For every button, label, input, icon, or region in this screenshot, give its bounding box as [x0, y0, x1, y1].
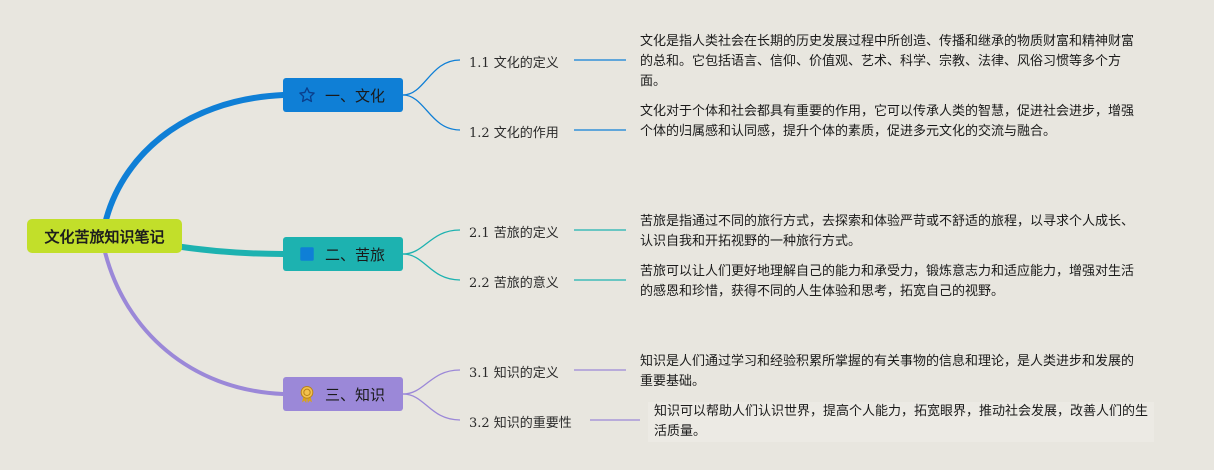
square-icon — [297, 244, 317, 264]
description-3-2: 知识可以帮助人们认识世界，提高个人能力，拓宽眼界，推动社会发展，改善人们的生活质… — [648, 402, 1154, 442]
topic-node-culture[interactable]: 一、文化 — [283, 78, 403, 112]
sub-line-3-1 — [402, 369, 461, 395]
subtopic-1-2[interactable]: 1.2 文化的作用 — [469, 126, 559, 141]
branch-line-culture — [102, 92, 286, 227]
description-2-2: 苦旅可以让人们更好地理解自己的能力和承受力，锻炼意志力和适应能力，增强对生活的感… — [640, 264, 1135, 299]
branch-line-knowledge — [103, 250, 285, 396]
subtopic-3-2[interactable]: 3.2 知识的重要性 — [469, 416, 572, 431]
description-1-2: 文化对于个体和社会都具有重要的作用，它可以传承人类的智慧，促进社会进步，增强个体… — [640, 104, 1135, 139]
sub-line-2-1 — [402, 229, 461, 255]
root-label: 文化苦旅知识笔记 — [44, 227, 165, 246]
subtopic-2-1[interactable]: 2.1 苦旅的定义 — [469, 226, 559, 241]
subtopic-3-1[interactable]: 3.1 知识的定义 — [469, 366, 559, 381]
root-node[interactable]: 文化苦旅知识笔记 — [27, 219, 182, 253]
description-3-1: 知识是人们通过学习和经验积累所掌握的有关事物的信息和理论，是人类进步和发展的重要… — [640, 354, 1135, 389]
topic-label: 一、文化 — [325, 86, 386, 105]
topic-node-knowledge[interactable]: 三、知识 — [283, 377, 403, 411]
topic-node-hardship[interactable]: 二、苦旅 — [283, 237, 403, 271]
sub-line-1-1 — [402, 59, 461, 96]
subtopic-1-1[interactable]: 1.1 文化的定义 — [469, 56, 559, 71]
star-icon — [297, 85, 317, 105]
description-2-1: 苦旅是指通过不同的旅行方式，去探索和体验严苛或不舒适的旅程，以寻求个人成长、认识… — [640, 214, 1135, 249]
topic-label: 三、知识 — [325, 385, 386, 404]
description-1-1: 文化是指人类社会在长期的历史发展过程中所创造、传播和继承的物质财富和精神财富的总… — [640, 34, 1135, 89]
branch-line-hardship — [172, 243, 286, 257]
award-ribbon-icon — [297, 384, 317, 404]
sub-line-3-2 — [402, 393, 461, 421]
sub-line-2-2 — [402, 253, 461, 281]
sub-line-1-2 — [402, 94, 461, 131]
subtopic-2-2[interactable]: 2.2 苦旅的意义 — [469, 276, 559, 291]
topic-label: 二、苦旅 — [325, 245, 386, 264]
